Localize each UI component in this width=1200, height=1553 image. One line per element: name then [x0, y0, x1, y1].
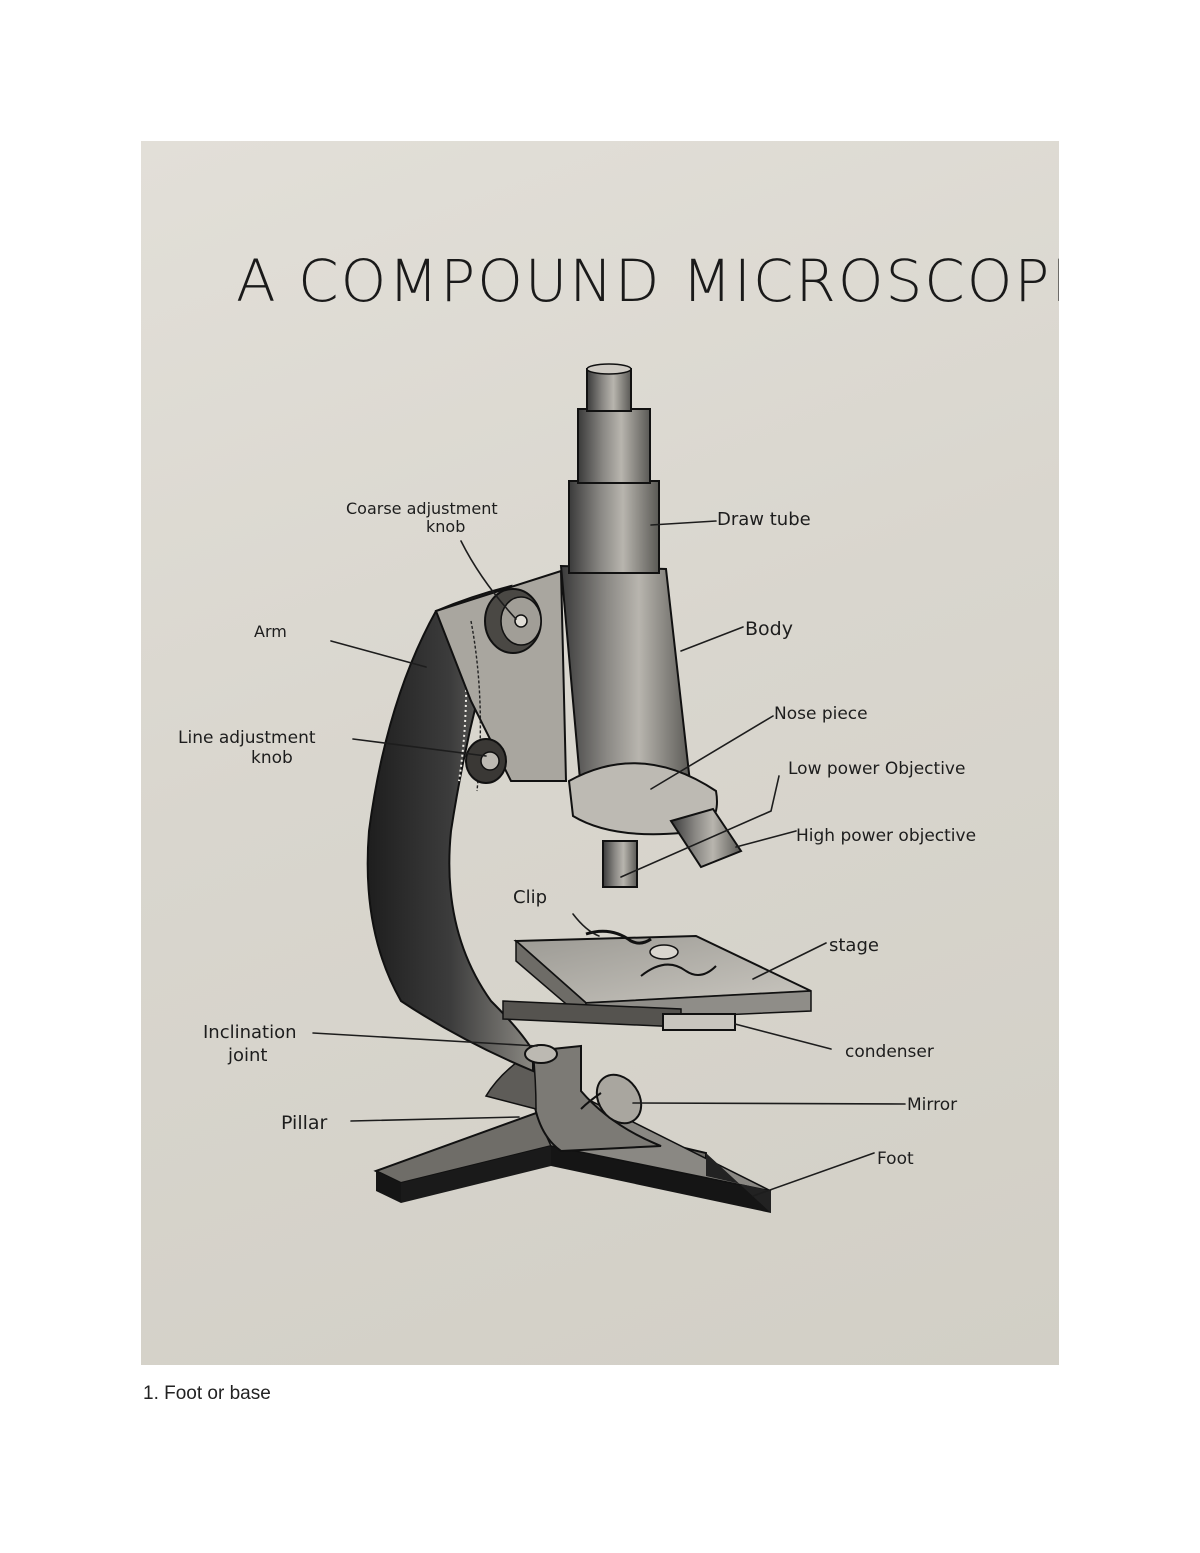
label-draw-tube: Draw tube [717, 509, 811, 530]
label-clip: Clip [513, 887, 547, 908]
fine-adjustment-knob [465, 738, 507, 784]
label-inclination-joint-2: joint [227, 1045, 267, 1066]
leader-clip [572, 913, 600, 937]
leader-draw-tube [650, 520, 717, 526]
leader-low-power [620, 775, 780, 878]
label-foot: Foot [877, 1149, 914, 1169]
leader-coarse-knob [460, 540, 517, 620]
label-mirror: Mirror [907, 1095, 957, 1115]
leader-body [680, 626, 744, 652]
label-coarse-adjustment-knob: Coarse adjustment [346, 499, 498, 518]
condenser [662, 1013, 736, 1031]
label-coarse-adjustment-knob-2: knob [426, 517, 465, 536]
label-inclination-joint: Inclination [203, 1022, 297, 1043]
draw-tube [568, 480, 660, 574]
leader-high-power [735, 830, 797, 848]
label-low-power-objective: Low power Objective [788, 759, 965, 779]
microscope-drawing-photo: A COMPOUND MICROSCOPE [141, 141, 1059, 1365]
leader-foot [752, 1152, 875, 1197]
low-power-objective [669, 807, 743, 869]
leader-fine-knob [352, 738, 487, 757]
leader-nose-piece [650, 715, 774, 790]
label-nose-piece: Nose piece [774, 704, 868, 724]
leader-arm [330, 640, 427, 668]
label-fine-adjustment-knob-2: knob [251, 748, 293, 768]
leader-pillar [350, 1116, 520, 1122]
inclination-joint [524, 1044, 558, 1064]
leader-stage [752, 942, 827, 980]
clip [585, 929, 652, 945]
leader-condenser [734, 1023, 832, 1050]
coarse-adjustment-knob [484, 588, 542, 654]
mirror [580, 1073, 643, 1125]
label-high-power-objective: High power objective [796, 826, 976, 846]
microscope-diagram: A COMPOUND MICROSCOPE [178, 247, 1059, 1213]
label-arm: Arm [254, 622, 287, 641]
label-fine-adjustment-knob: Line adjustment [178, 728, 316, 748]
high-power-objective [602, 840, 638, 888]
leader-inclination [312, 1032, 538, 1047]
label-pillar: Pillar [281, 1112, 328, 1134]
caption: 1. Foot or base [143, 1383, 271, 1404]
label-body: Body [745, 618, 793, 640]
label-stage: stage [829, 935, 879, 956]
diagram-title: A COMPOUND MICROSCOPE [236, 247, 1059, 315]
leader-mirror [632, 1102, 906, 1105]
label-condenser: condenser [845, 1042, 934, 1062]
